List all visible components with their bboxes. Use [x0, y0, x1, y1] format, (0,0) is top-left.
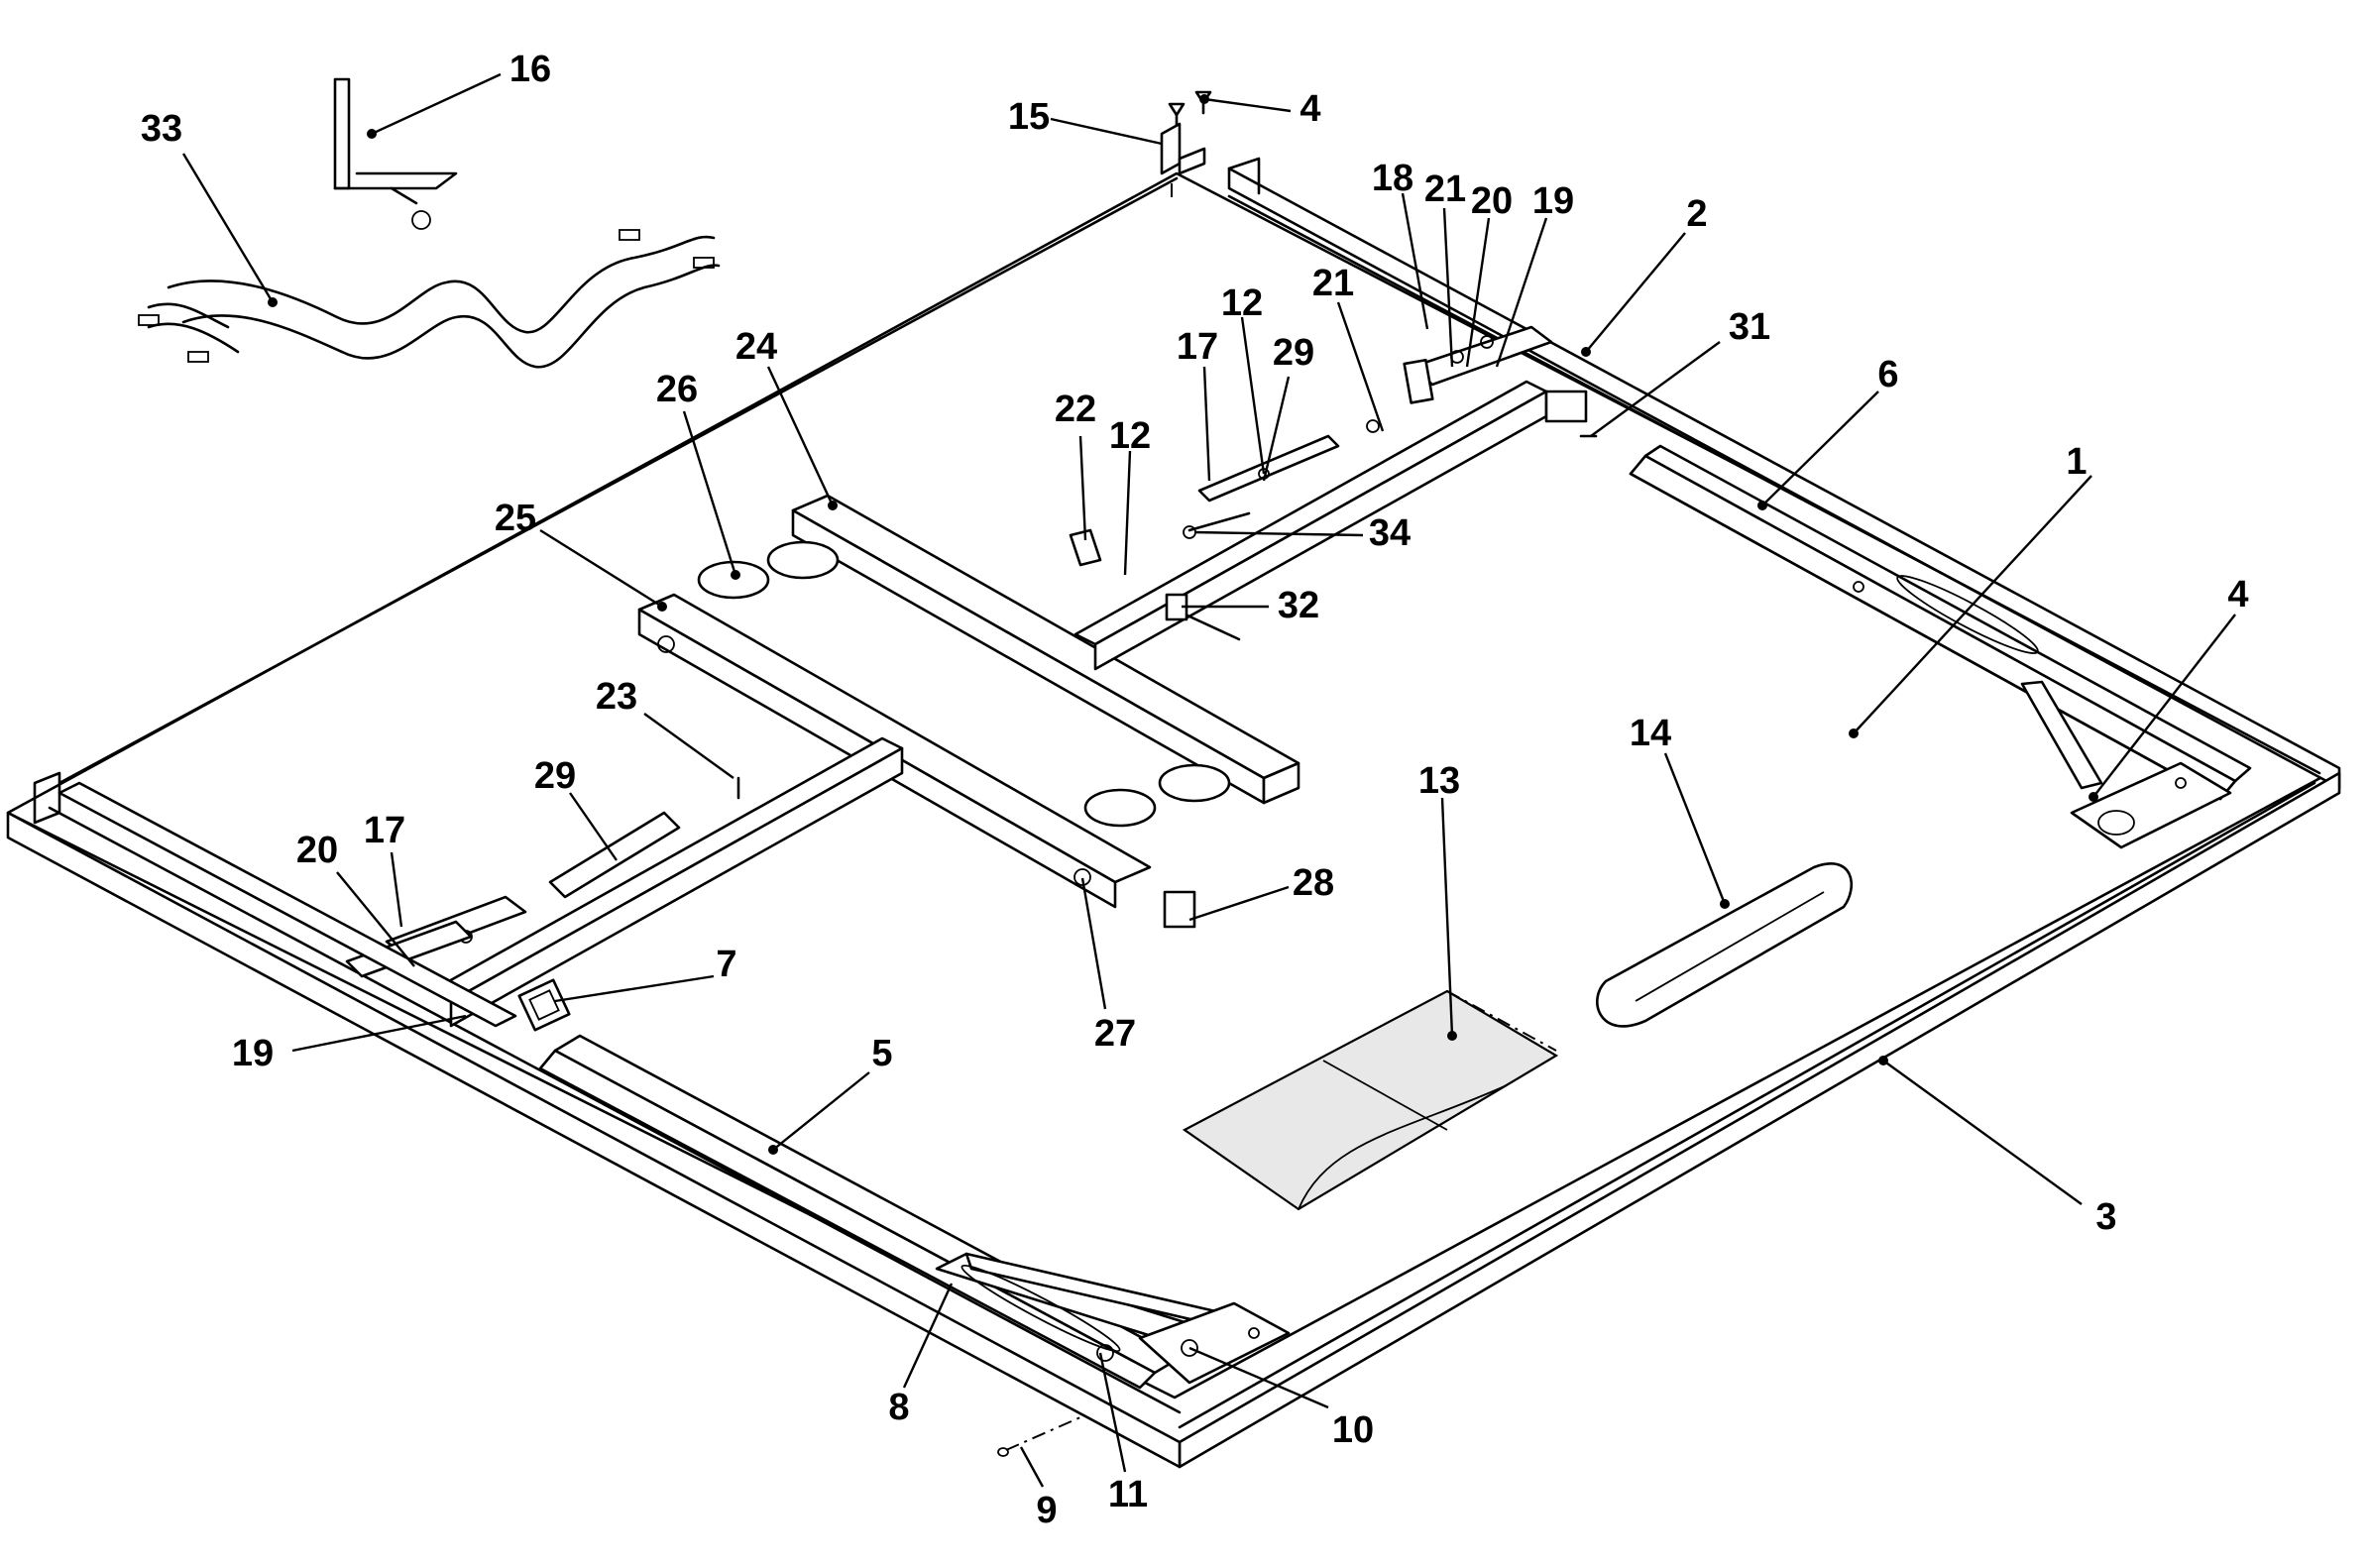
right-hinge-assembly: [1069, 325, 1598, 641]
callout-31: 31: [1729, 306, 1770, 348]
callout-32: 32: [1278, 585, 1319, 626]
right-rail: [1629, 444, 2252, 849]
leader-lines: [181, 72, 2236, 1488]
top-left-parts: [138, 77, 721, 369]
callout-16: 16: [509, 49, 551, 90]
callout-12b: 12: [1109, 415, 1151, 457]
callout-10: 10: [1332, 1409, 1374, 1451]
callout-20a: 20: [1471, 180, 1513, 222]
callout-21a: 21: [1424, 168, 1466, 210]
callout-17a: 17: [1177, 326, 1218, 368]
callout-24: 24: [735, 326, 777, 368]
callout-15: 15: [1008, 96, 1050, 138]
cushion-pads: [1182, 862, 1854, 1211]
callout-17b: 17: [364, 810, 405, 851]
callout-13: 13: [1418, 760, 1460, 802]
callout-21b: 21: [1312, 263, 1354, 304]
rear-parts: [1160, 90, 1212, 203]
callout-20b: 20: [296, 830, 338, 871]
callout-2: 2: [1686, 193, 1707, 235]
callout-19b: 19: [232, 1033, 274, 1074]
callout-29a: 29: [1273, 332, 1314, 374]
callout-22: 22: [1055, 389, 1096, 430]
callout-4a: 4: [1299, 88, 1320, 130]
callout-26: 26: [656, 369, 698, 410]
callout-14: 14: [1630, 713, 1671, 754]
cross-frame: [429, 380, 1548, 1028]
callout-25: 25: [495, 498, 536, 539]
callout-23: 23: [596, 676, 637, 718]
callout-33: 33: [141, 108, 182, 150]
callout-12a: 12: [1221, 282, 1263, 324]
callout-18: 18: [1372, 158, 1413, 199]
left-hinge-assembly: [57, 776, 740, 1032]
callout-34: 34: [1369, 512, 1411, 554]
callout-4b: 4: [2227, 574, 2248, 616]
callout-27: 27: [1094, 1013, 1136, 1055]
callout-7: 7: [716, 944, 736, 985]
callout-labels: 1 2 3 4 4 5 6 7 8 9 10 11 12 12 13 14 15…: [141, 49, 2249, 1531]
callout-1: 1: [2066, 441, 2087, 483]
callout-11: 11: [1108, 1474, 1148, 1515]
callout-9: 9: [1036, 1490, 1057, 1531]
callout-3: 3: [2095, 1196, 2116, 1238]
callout-19a: 19: [1532, 180, 1574, 222]
callout-5: 5: [871, 1033, 892, 1074]
base-tray: [6, 157, 2341, 1469]
left-rail: [538, 1034, 1291, 1457]
callout-6: 6: [1877, 354, 1898, 395]
callout-29b: 29: [534, 755, 576, 797]
callout-8: 8: [888, 1387, 909, 1428]
callout-28: 28: [1293, 862, 1334, 904]
leader-dots: [268, 94, 2098, 1155]
